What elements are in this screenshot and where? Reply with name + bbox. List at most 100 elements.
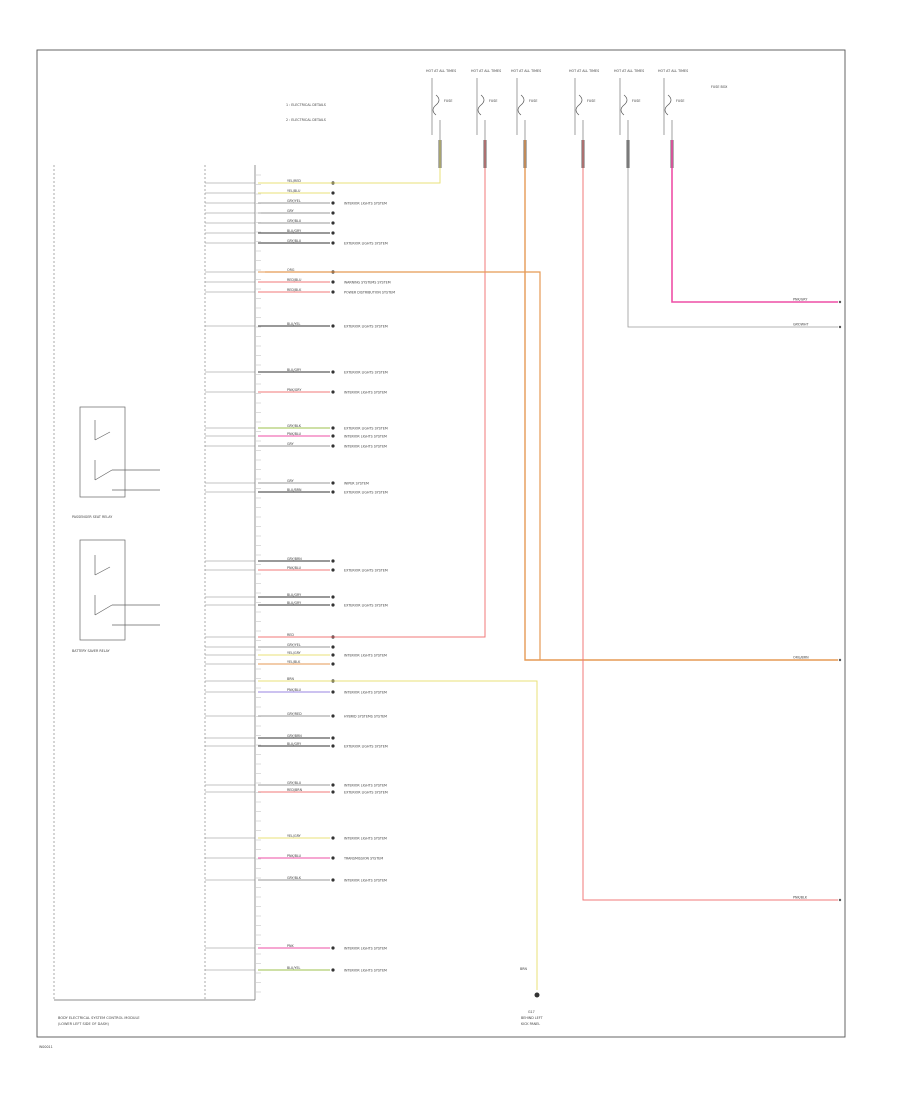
- pin-wire-label: RED/BLK: [287, 288, 302, 292]
- pin-destination: EXTERIOR LIGHTS SYSTEM: [344, 325, 388, 329]
- fuse-element: [575, 94, 583, 116]
- pin-wire-label: PNK: [287, 944, 294, 948]
- module-caption-2: (LOWER LEFT SIDE OF DASH): [58, 1022, 110, 1026]
- pin-destination: EXTERIOR LIGHTS SYSTEM: [344, 242, 388, 246]
- pin-destination: INTERIOR LIGHTS SYSTEM: [344, 837, 387, 841]
- pin-arrow: [331, 241, 335, 245]
- pin-wire-label: YEL/RED: [287, 179, 301, 183]
- wire-orange-offpage: [524, 140, 838, 661]
- offpage-label: PNK/GRY: [793, 298, 808, 302]
- fuse-6: HOT AT ALL TIMES FUSE: [658, 69, 688, 168]
- relay-1: PASSENGER SEAT RELAY: [72, 406, 160, 519]
- wire-orange-pin: [265, 271, 541, 660]
- pin-wire-label: GRY/YEL: [287, 643, 301, 647]
- pin-row: GRY/YEL: [205, 643, 335, 649]
- pin-arrow: [331, 426, 335, 430]
- wire-grey-offpage: [627, 140, 838, 328]
- pin-arrow: [331, 434, 335, 438]
- pin-wire-label: GRY/BLK: [287, 876, 302, 880]
- fuse-label: FUSE: [676, 99, 685, 103]
- pin-wire-label: BLU/GRY: [287, 368, 302, 372]
- pin-arrow: [331, 968, 335, 972]
- pin-arrow: [331, 290, 335, 294]
- fuse-head: HOT AT ALL TIMES: [471, 69, 501, 73]
- pin-arrow: [331, 946, 335, 950]
- pin-row: GRY/BRN: [205, 557, 335, 563]
- pin-wire-label: GRY/BRN: [287, 557, 302, 561]
- offpage-3: ORG/BRN: [793, 656, 842, 662]
- control-module: BODY ELECTRICAL SYSTEM CONTROL MODULE (L…: [53, 165, 256, 1026]
- pin-destination: WARNING SYSTEMS SYSTEM: [344, 281, 391, 285]
- pin-arrow: [331, 390, 335, 394]
- offpage-1: PNK/GRY: [793, 298, 842, 304]
- pin-destination: EXTERIOR LIGHTS SYSTEM: [344, 604, 388, 608]
- pin-row: ORG: [205, 268, 335, 274]
- fuse-label: FUSE: [444, 99, 453, 103]
- pin-arrow: [331, 714, 335, 718]
- diagram-frame: [36, 49, 846, 1038]
- pin-wire-label: BRN: [287, 677, 295, 681]
- fuse-element: [477, 94, 485, 116]
- pin-row: PNK/BLU INTERIOR LIGHTS SYSTEM: [205, 688, 387, 695]
- pin-row: BLU/GRY: [205, 229, 335, 235]
- pin-destination: INTERIOR LIGHTS SYSTEM: [344, 435, 387, 439]
- fuse-label: FUSE: [587, 99, 596, 103]
- pin-wire-label: GRY: [287, 479, 295, 483]
- ground-wire-label: BRN: [520, 967, 528, 971]
- pin-wire-label: YEL/BLU: [287, 189, 301, 193]
- relay-1-contacts: [94, 420, 160, 491]
- ground-g17: BRN G17 BEHIND LEFT KICK PANEL: [520, 967, 544, 1026]
- pin-wire-label: YEL/GRY: [287, 834, 302, 838]
- pin-wire-label: RED: [287, 633, 294, 637]
- pin-wire-label: PNK/GRY: [287, 388, 302, 392]
- offpage-label: ORG/BRN: [793, 656, 809, 660]
- pin-wire-label: RED/BLU: [287, 278, 302, 282]
- pin-arrow: [331, 444, 335, 448]
- fuse-head: HOT AT ALL TIMES: [569, 69, 599, 73]
- fuse-label: FUSE: [632, 99, 641, 103]
- pin-destination: INTERIOR LIGHTS SYSTEM: [344, 691, 387, 695]
- offpage-4: PNK/BLK: [793, 896, 842, 902]
- pin-wire-label: PNK/BLU: [287, 566, 302, 570]
- pin-wire-label: PNK/BLU: [287, 688, 302, 692]
- pin-arrow: [331, 568, 335, 572]
- offpage-marker: [838, 658, 842, 662]
- footer-code: W00011: [39, 1045, 53, 1049]
- pin-row: YEL/GRY INTERIOR LIGHTS SYSTEM: [205, 834, 387, 841]
- ground-label-3: KICK PANEL: [521, 1022, 540, 1026]
- pin-wire-label: GRY/BRN: [287, 734, 302, 738]
- fuse-head: HOT AT ALL TIMES: [658, 69, 688, 73]
- pin-row: RED/BLU WARNING SYSTEMS SYSTEM: [205, 278, 391, 285]
- pin-destination: EXTERIOR LIGHTS SYSTEM: [344, 791, 388, 795]
- pin-arrow: [331, 211, 335, 215]
- pin-row: RED: [205, 633, 335, 639]
- offpage-2: GRY/WHT: [793, 323, 842, 329]
- pin-arrow: [331, 653, 335, 657]
- pin-wire-label: YEL/GRY: [287, 651, 302, 655]
- offpage-label: GRY/WHT: [793, 323, 809, 327]
- legend-line-1: 1 : ELECTRICAL DETAILS: [286, 103, 326, 107]
- relay-1-label: PASSENGER SEAT RELAY: [72, 515, 113, 519]
- pin-wire-label: GRY/BLU: [287, 781, 302, 785]
- pin-arrow: [331, 783, 335, 787]
- pin-wire-label: GRY/BLU: [287, 219, 302, 223]
- wire-red-offpage: [582, 140, 838, 901]
- pin-arrow: [331, 736, 335, 740]
- pin-arrow: [331, 490, 335, 494]
- wire-red-fuse2: [318, 140, 486, 638]
- pin-arrow: [331, 856, 335, 860]
- pin-wire-label: GRY/RED: [287, 712, 302, 716]
